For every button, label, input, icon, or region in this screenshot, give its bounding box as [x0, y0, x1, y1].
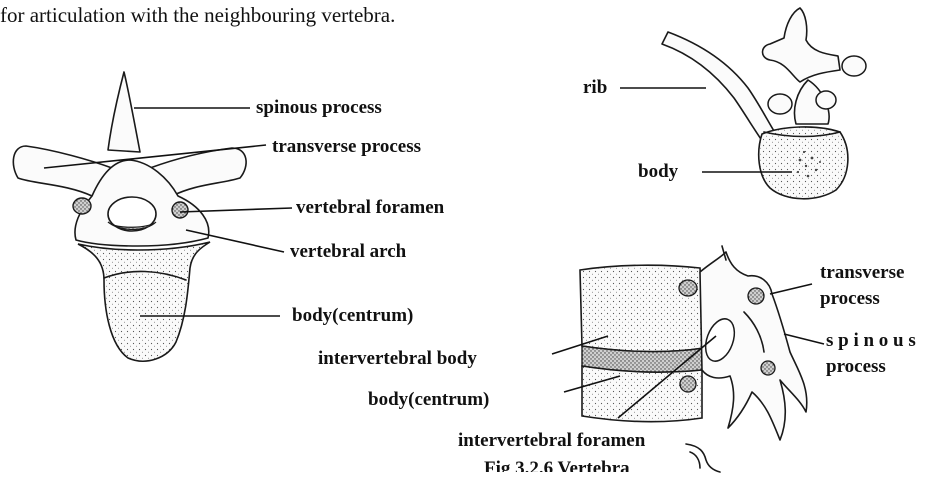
- body-centrum-shape: [78, 242, 210, 361]
- leader-spinous-side: [784, 334, 824, 344]
- label-transverse-process-side-1: transverse: [820, 262, 904, 284]
- facet-left: [73, 198, 91, 214]
- label-vertebral-arch: vertebral arch: [290, 241, 406, 263]
- label-vertebral-foramen: vertebral foramen: [296, 197, 444, 219]
- label-spinous-process-side-1: s p i n o u s: [826, 330, 916, 352]
- label-rib: rib: [583, 77, 607, 99]
- label-rib-body: body: [638, 161, 678, 183]
- label-body-centrum-top: body(centrum): [292, 305, 413, 327]
- vertebra-side-view: [580, 246, 807, 440]
- vertebra-top-view: [13, 72, 246, 361]
- caption-bracket: [686, 444, 720, 472]
- figure-caption: Fig 3.2.6 Vertebra: [484, 458, 630, 472]
- label-transverse-process: transverse process: [272, 136, 421, 158]
- label-transverse-process-side-2: process: [820, 288, 880, 310]
- spinous-process-small: [763, 8, 841, 82]
- label-spinous-process: spinous process: [256, 97, 382, 119]
- label-body-centrum-side: body(centrum): [368, 389, 489, 411]
- label-intervertebral-foramen: intervertebral foramen: [458, 430, 645, 452]
- facet-right: [172, 202, 188, 218]
- leader-transverse-side: [770, 284, 812, 294]
- label-intervertebral-body: intervertebral body: [318, 348, 477, 370]
- rib-articulation-view: [662, 8, 866, 199]
- lower-vertebra-body: [582, 366, 702, 422]
- spinous-process-shape: [108, 72, 140, 152]
- label-spinous-process-side-2: process: [826, 356, 886, 378]
- rib-body-shape: [759, 127, 848, 199]
- transverse-process-knob: [842, 56, 866, 76]
